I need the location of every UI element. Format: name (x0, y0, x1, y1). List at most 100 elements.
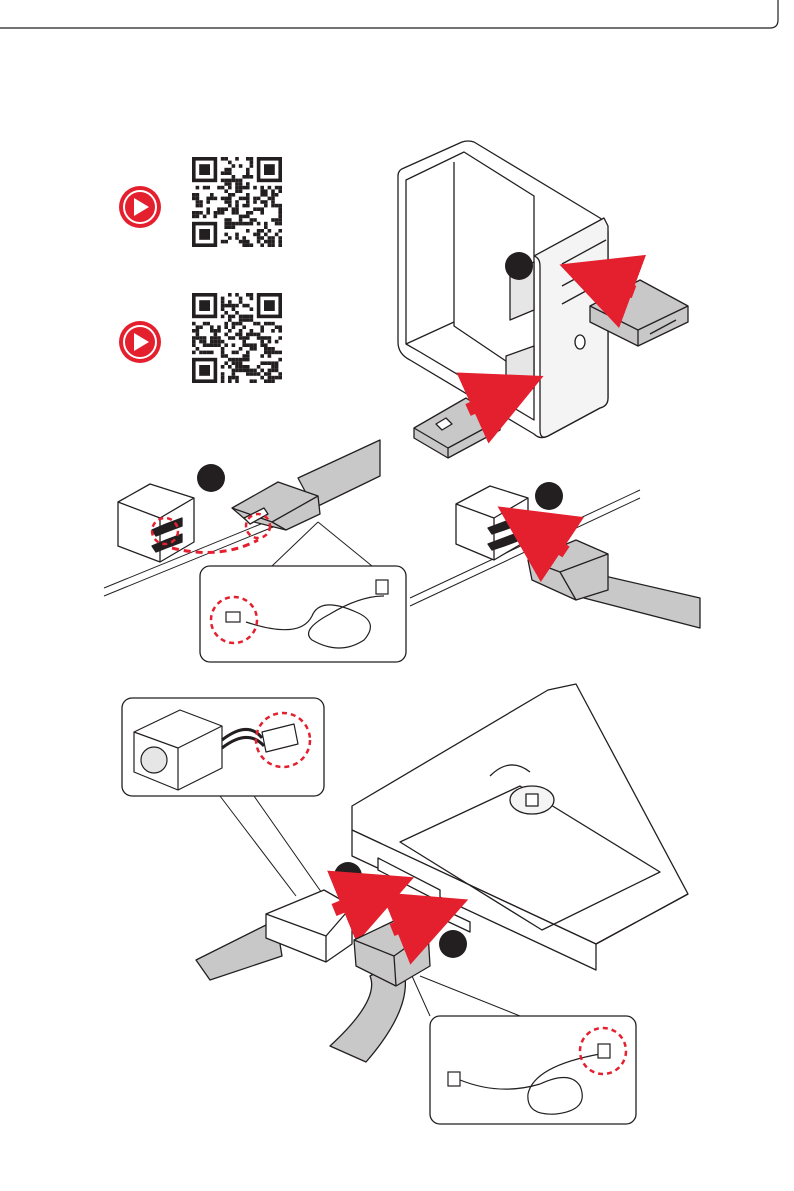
qr-module (239, 297, 243, 301)
qr-module (221, 307, 225, 311)
qr-module (239, 315, 243, 319)
qr-module (246, 211, 250, 215)
qr-module (260, 200, 264, 204)
qr-module (239, 318, 243, 322)
qr-module (217, 186, 221, 190)
qr-module (242, 354, 246, 358)
qr-module (246, 229, 250, 233)
qr-module (228, 358, 232, 362)
qr-module (242, 240, 246, 244)
qr-module (235, 179, 239, 183)
qr-module (246, 204, 250, 208)
qr-module (246, 175, 250, 179)
qr-module (275, 193, 279, 197)
qr-module (278, 325, 282, 329)
qr-module (271, 369, 275, 373)
qr-module (221, 365, 225, 369)
qr-module (239, 218, 243, 222)
qr-module (228, 197, 232, 201)
qr-module (235, 322, 239, 326)
qr-module (210, 193, 214, 197)
qr-module (210, 340, 214, 344)
qr-module (257, 333, 261, 337)
qr-module (271, 189, 275, 193)
qr-module (246, 315, 250, 319)
qr-module (203, 340, 207, 344)
qr-module (203, 336, 207, 340)
qr-module (268, 379, 272, 383)
qr-module (224, 333, 228, 337)
qr-module (232, 179, 236, 183)
qr-module (246, 354, 250, 358)
qr-module (242, 365, 246, 369)
qr-module (235, 358, 239, 362)
qr-module (242, 340, 246, 344)
arrow-icon (530, 528, 566, 552)
qr-module (242, 175, 246, 179)
qr-module (253, 322, 257, 326)
qr-module (260, 376, 264, 380)
qr-module (203, 186, 207, 190)
qr-module (224, 171, 228, 175)
qr-module (253, 218, 257, 222)
qr-module (268, 322, 272, 326)
video-link-1[interactable] (119, 157, 282, 247)
step-marker (535, 482, 563, 510)
qr-module (235, 333, 239, 337)
qr-module (228, 300, 232, 304)
qr-module (260, 229, 264, 233)
qr-module (206, 322, 210, 326)
qr-module (235, 311, 239, 315)
qr-module (250, 347, 254, 351)
qr-module (232, 351, 236, 355)
qr-module (264, 233, 268, 237)
qr-module (275, 369, 279, 373)
qr-module (257, 236, 261, 240)
qr-module (264, 204, 268, 208)
qr-module (232, 211, 236, 215)
qr-module (228, 315, 232, 319)
qr-module (224, 225, 228, 229)
qr-module (257, 365, 261, 369)
qr-module (278, 236, 282, 240)
qr-module (221, 340, 225, 344)
qr-module (246, 197, 250, 201)
qr-module (246, 157, 250, 161)
qr-module (242, 318, 246, 322)
qr-module (260, 189, 264, 193)
qr-code[interactable] (192, 293, 282, 383)
qr-module (239, 347, 243, 351)
qr-module (206, 200, 210, 204)
qr-module (260, 211, 264, 215)
qr-module (235, 236, 239, 240)
qr-module (246, 372, 250, 376)
qr-module (246, 240, 250, 244)
qr-module (217, 336, 221, 340)
qr-module (253, 186, 257, 190)
qr-module (257, 207, 261, 211)
qr-module (214, 333, 218, 337)
qr-module (221, 297, 225, 301)
qr-module (228, 182, 232, 186)
qr-module (278, 204, 282, 208)
qr-code[interactable] (192, 157, 282, 247)
qr-module (214, 336, 218, 340)
qr-module (224, 182, 228, 186)
qr-module (246, 351, 250, 355)
qr-module (246, 358, 250, 362)
video-link-2[interactable] (119, 293, 282, 383)
qr-module (224, 354, 228, 358)
qr-module (214, 340, 218, 344)
qr-module (214, 329, 218, 333)
qr-module (239, 329, 243, 333)
qr-module (246, 193, 250, 197)
qr-module (264, 347, 268, 351)
qr-module (250, 329, 254, 333)
qr-module (268, 369, 272, 373)
qr-module (228, 222, 232, 226)
qr-module (271, 376, 275, 380)
qr-module (264, 322, 268, 326)
qr-module (242, 243, 246, 247)
qr-module (196, 329, 200, 333)
qr-module (264, 336, 268, 340)
